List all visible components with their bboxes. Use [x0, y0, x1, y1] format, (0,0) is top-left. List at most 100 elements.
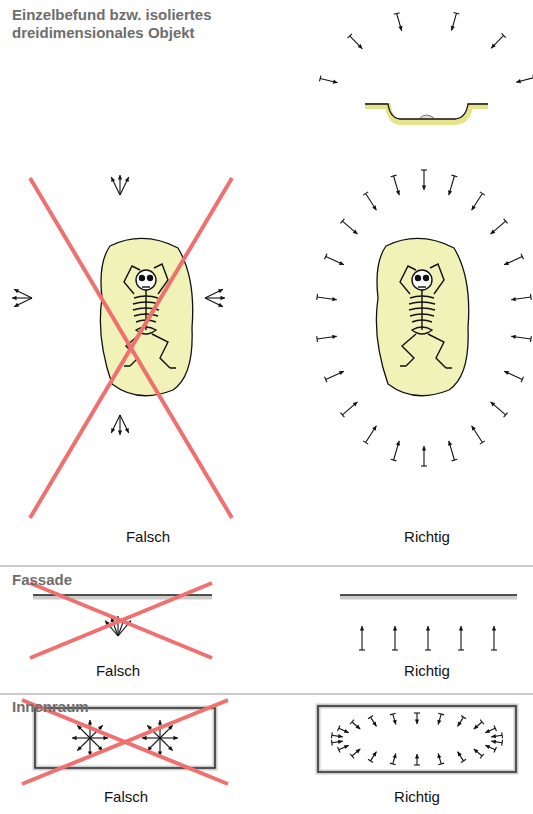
- arrow-head: [393, 720, 397, 725]
- arrow-stroke: [494, 747, 496, 752]
- arrow-stroke: [474, 749, 482, 756]
- arrow-head: [396, 190, 400, 195]
- arrow-head: [426, 626, 430, 631]
- arrow-head: [474, 725, 479, 730]
- arrow-head: [516, 79, 521, 83]
- camera-arrows: [12, 12, 533, 765]
- arrow-stroke: [331, 740, 333, 746]
- arrow-stroke: [461, 716, 466, 719]
- arrow-stroke: [331, 732, 333, 738]
- arrow-head: [491, 740, 496, 744]
- arrow-stroke: [504, 413, 508, 418]
- arrow-head: [458, 721, 462, 726]
- arrow-head: [125, 428, 129, 433]
- arrow-head: [356, 749, 361, 754]
- arrow-head: [459, 626, 463, 631]
- section-heading: Innenraum: [12, 698, 89, 716]
- arrow-stroke: [350, 754, 354, 759]
- arrow-head: [332, 297, 337, 301]
- arrow-head: [333, 80, 338, 84]
- arrow-stroke: [472, 193, 483, 210]
- separator: [0, 694, 533, 695]
- arrow-head: [474, 749, 479, 754]
- arrow-head: [422, 185, 426, 190]
- arrow-stroke: [480, 720, 484, 725]
- arrow-stroke: [391, 175, 397, 177]
- arrow-stroke: [491, 221, 506, 234]
- arrow-head: [339, 371, 344, 375]
- verdict-label: Falsch: [126, 528, 170, 546]
- arrow-stroke: [368, 716, 373, 719]
- arrow-stroke: [474, 722, 482, 729]
- arrow-stroke: [530, 294, 532, 300]
- arrow-head: [393, 626, 397, 631]
- arrow-stroke: [391, 459, 397, 461]
- arrow-stroke: [461, 759, 466, 762]
- room: [318, 706, 516, 772]
- arrow-head: [14, 303, 19, 307]
- arrow-head: [491, 402, 496, 407]
- arrow-head: [353, 402, 358, 407]
- arrow-stroke: [366, 193, 377, 210]
- arrow-stroke: [516, 78, 533, 82]
- arrow-stroke: [485, 745, 495, 750]
- arrow-head: [158, 720, 162, 725]
- arrow-stroke: [438, 713, 444, 715]
- arrow-stroke: [390, 713, 396, 715]
- arrow-head: [437, 753, 441, 758]
- arrow-head: [511, 335, 516, 339]
- arrow-head: [218, 289, 223, 293]
- verdict-label: Richtig: [404, 528, 450, 546]
- arrow-stroke: [504, 257, 522, 265]
- arrow-stroke: [350, 36, 363, 49]
- arrow-stroke: [371, 717, 377, 726]
- arrow-head: [458, 752, 462, 757]
- section-heading: Einzelbefund bzw. isoliertes dreidimensi…: [12, 6, 252, 42]
- arrow-stroke: [454, 12, 460, 14]
- arrow-stroke: [352, 722, 360, 729]
- arrow-stroke: [458, 752, 464, 761]
- arrow-stroke: [352, 749, 360, 756]
- arrow-head: [511, 297, 516, 301]
- arrow-stroke: [421, 169, 427, 170]
- arrow-stroke: [348, 34, 352, 38]
- arrow-stroke: [363, 441, 368, 444]
- arrow-stroke: [393, 714, 396, 725]
- arrow-stroke: [368, 759, 373, 762]
- arrow-head: [472, 426, 476, 431]
- arrow-head: [372, 721, 376, 726]
- arrow-head: [451, 26, 455, 31]
- arrow-head: [485, 729, 490, 733]
- verdict-label: Richtig: [404, 662, 450, 680]
- arrow-stroke: [458, 649, 464, 650]
- arrow-stroke: [480, 441, 485, 444]
- arrow-stroke: [491, 35, 504, 48]
- arrow-stroke: [147, 738, 160, 751]
- arrow-stroke: [111, 415, 120, 433]
- arrow-stroke: [326, 371, 344, 379]
- arrow-stroke: [452, 459, 458, 461]
- arrow-head: [111, 177, 115, 182]
- arrow-head: [12, 296, 17, 300]
- arrow-stroke: [394, 176, 400, 195]
- arrow-stroke: [340, 219, 344, 224]
- arrow-stroke: [393, 753, 396, 764]
- facade-wall: [340, 595, 517, 600]
- arrow-stroke: [205, 298, 223, 307]
- arrow-stroke: [438, 753, 441, 764]
- arrow-head: [88, 720, 92, 725]
- pit-profile: [365, 104, 488, 119]
- arrow-stroke: [14, 298, 32, 307]
- arrow-stroke: [392, 649, 398, 650]
- arrow-stroke: [397, 13, 402, 30]
- arrow-stroke: [504, 371, 522, 379]
- arrow-stroke: [394, 441, 400, 460]
- arrow-stroke: [120, 415, 129, 433]
- arrow-stroke: [338, 725, 340, 730]
- arrow-stroke: [414, 764, 420, 765]
- arrow-stroke: [371, 752, 377, 761]
- arrow-stroke: [501, 33, 505, 37]
- arrow-head: [173, 736, 178, 740]
- arrow-head: [358, 44, 363, 49]
- arrow-head: [338, 740, 343, 744]
